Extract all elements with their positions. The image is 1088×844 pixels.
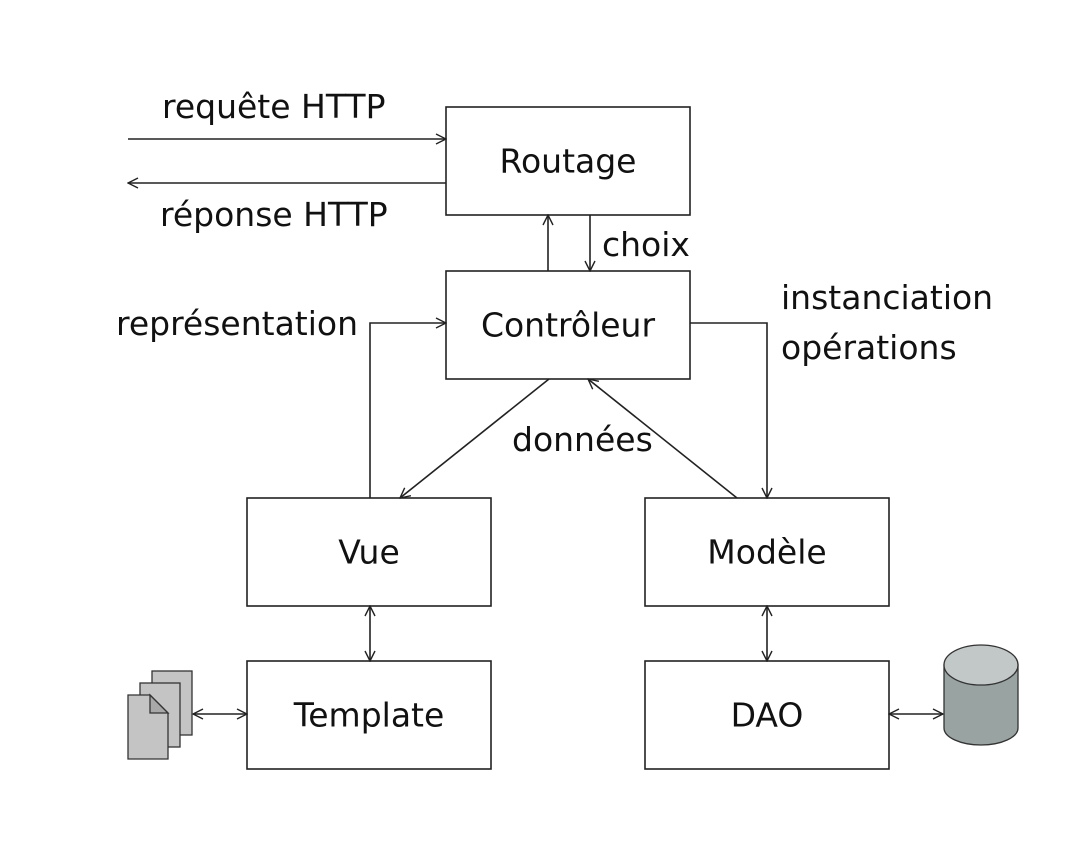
routage-node: Routage [445, 106, 691, 216]
reponse-label: réponse HTTP [160, 195, 388, 234]
dao-node: DAO [644, 660, 890, 770]
documents-stack-icon [127, 670, 193, 760]
modele-label: Modèle [707, 533, 826, 572]
controleur-label: Contrôleur [481, 306, 656, 345]
template-node: Template [246, 660, 492, 770]
instanciation-arrow [690, 322, 767, 498]
modele-node: Modèle [644, 497, 890, 607]
controleur-node: Contrôleur [445, 270, 691, 380]
routage-label: Routage [500, 142, 637, 181]
operations-label: opérations [781, 328, 957, 367]
vue-node: Vue [246, 497, 492, 607]
database-cylinder-icon [943, 644, 1019, 746]
vue-label: Vue [338, 533, 400, 572]
donnees-label: données [512, 420, 653, 459]
choix-label: choix [602, 225, 690, 264]
donnees-to-vue-arrow [400, 378, 550, 498]
requete-label: requête HTTP [162, 87, 386, 126]
template-label: Template [293, 696, 445, 735]
representation-label: représentation [116, 304, 358, 343]
donnees-from-modele-arrow [588, 379, 738, 499]
representation-arrow [369, 323, 446, 498]
instanciation-label: instanciation [781, 278, 993, 317]
dao-label: DAO [731, 696, 804, 735]
